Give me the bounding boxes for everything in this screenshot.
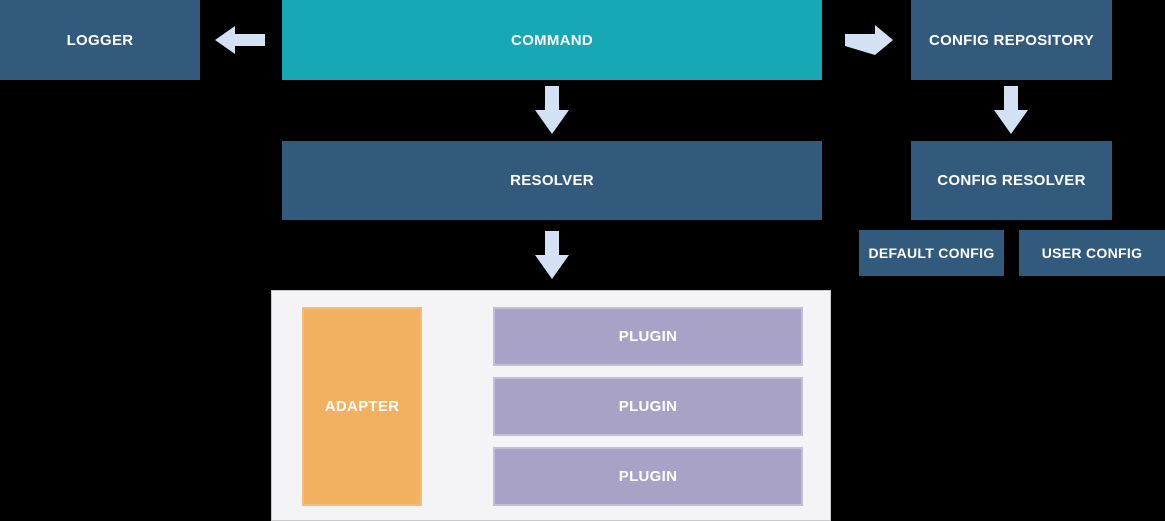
default-config-box: DEFAULT CONFIG: [859, 230, 1004, 276]
command-box: COMMAND: [282, 0, 822, 80]
config-resolver-box: CONFIG RESOLVER: [911, 141, 1112, 220]
config-resolver-label: CONFIG RESOLVER: [937, 172, 1086, 189]
plugin-box: PLUGIN: [493, 307, 803, 366]
arrow-down-icon: [535, 86, 569, 134]
resolver-box: RESOLVER: [282, 141, 822, 220]
config-repository-box: CONFIG REPOSITORY: [911, 0, 1112, 80]
logger-box: LOGGER: [0, 0, 200, 80]
plugin-box: PLUGIN: [493, 377, 803, 436]
command-label: COMMAND: [510, 31, 594, 49]
plugin-label: PLUGIN: [618, 468, 678, 485]
plugin-host-card: ADAPTER PLUGIN PLUGIN PLUGIN: [271, 290, 831, 521]
arrow-down-icon: [994, 86, 1028, 134]
adapter-box: ADAPTER: [302, 307, 422, 506]
config-repository-label: CONFIG REPOSITORY: [928, 31, 1095, 49]
user-config-label: USER CONFIG: [1041, 245, 1143, 261]
plugin-label: PLUGIN: [618, 398, 678, 415]
default-config-label: DEFAULT CONFIG: [868, 245, 995, 261]
resolver-label: RESOLVER: [510, 172, 594, 189]
arrow-down-icon: [535, 231, 569, 279]
plugin-label: PLUGIN: [618, 328, 678, 345]
adapter-label: ADAPTER: [324, 398, 400, 415]
arrow-left-icon: [215, 26, 265, 54]
logger-label: LOGGER: [66, 31, 134, 49]
arrow-right-icon: [845, 25, 893, 55]
user-config-box: USER CONFIG: [1019, 230, 1165, 276]
plugin-box: PLUGIN: [493, 447, 803, 506]
